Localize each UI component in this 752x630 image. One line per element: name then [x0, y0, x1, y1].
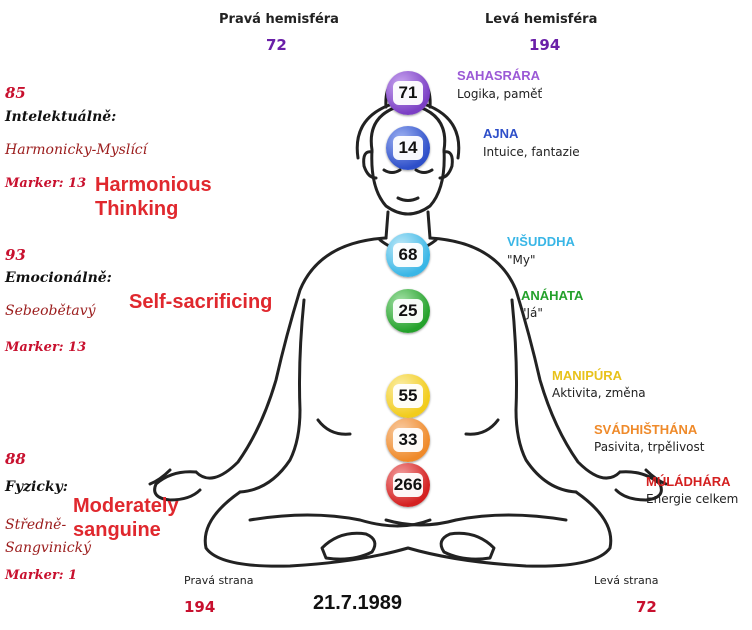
visuddha-value: 68 [398, 245, 418, 264]
left-side-label: Levá strana [594, 574, 659, 587]
anahata-chakra-ball: 25 [386, 289, 430, 333]
anahata-value: 25 [398, 301, 418, 320]
right-side-label: Pravá strana [184, 574, 254, 587]
left-side-value: 72 [636, 598, 657, 616]
muladhara-desc: Energie celkem [646, 492, 739, 506]
emotional-translation: Self-sacrificing [129, 291, 273, 313]
physical-score: 88 [5, 450, 26, 468]
muladhara-chakra-ball: 266 [386, 463, 430, 507]
ajna-desc: Intuice, fantazie [483, 145, 580, 159]
visuddha-desc: "My" [507, 253, 536, 267]
ajna-name: AJNA [483, 126, 519, 141]
manipura-name: MANIPÚRA [552, 368, 623, 383]
muladhara-name: MÚLÁDHÁRA [646, 474, 731, 489]
left-hemisphere-label: Levá hemisféra [485, 12, 598, 27]
emotional-label: Emocionálně: [5, 270, 112, 286]
emotional-marker: Marker: 13 [5, 340, 87, 355]
emotional-subtitle: Sebeobětavý [5, 303, 96, 319]
sahasrara-chakra-ball: 71 [386, 71, 430, 115]
right-hemisphere-value: 72 [266, 36, 287, 54]
visuddha-chakra-ball: 68 [386, 233, 430, 277]
anahata-desc: "Já" [521, 306, 543, 320]
muladhara-value: 266 [393, 475, 423, 494]
physical-translation: Moderately sanguine [73, 495, 179, 541]
physical-marker: Marker: 1 [5, 568, 78, 583]
physical-label: Fyzicky: [5, 479, 68, 495]
anahata-name: ANÁHATA [521, 288, 584, 303]
intellectual-label: Intelektuálně: [5, 109, 117, 125]
svadhisthana-chakra-ball: 33 [386, 418, 430, 462]
ajna-chakra-ball: 14 [386, 126, 430, 170]
intellectual-translation: Harmonious Thinking [95, 174, 212, 220]
sahasrara-value: 71 [398, 83, 418, 102]
intellectual-subtitle: Harmonicky-Myslící [5, 142, 148, 158]
manipura-desc: Aktivita, změna [552, 386, 646, 400]
svadhisthana-name: SVÁDHIŠTHÁNA [594, 422, 698, 437]
emotional-score: 93 [5, 246, 26, 264]
intellectual-marker: Marker: 13 [5, 176, 87, 191]
visuddha-name: VIŠUDDHA [507, 234, 575, 249]
manipura-value: 55 [398, 386, 418, 405]
ajna-value: 14 [398, 138, 418, 157]
sahasrara-name: SAHASRÁRA [457, 68, 541, 83]
sahasrara-desc: Logika, paměť [457, 87, 543, 101]
svadhisthana-desc: Pasivita, trpělivost [594, 440, 705, 454]
manipura-chakra-ball: 55 [386, 374, 430, 418]
left-hemisphere-value: 194 [529, 36, 561, 54]
physical-subtitle: Středně- Sangvinický [5, 517, 92, 556]
right-side-value: 194 [184, 598, 216, 616]
right-hemisphere-label: Pravá hemisféra [219, 12, 339, 27]
birth-date: 21.7.1989 [313, 592, 402, 614]
intellectual-score: 85 [5, 84, 26, 102]
svadhisthana-value: 33 [398, 430, 418, 449]
